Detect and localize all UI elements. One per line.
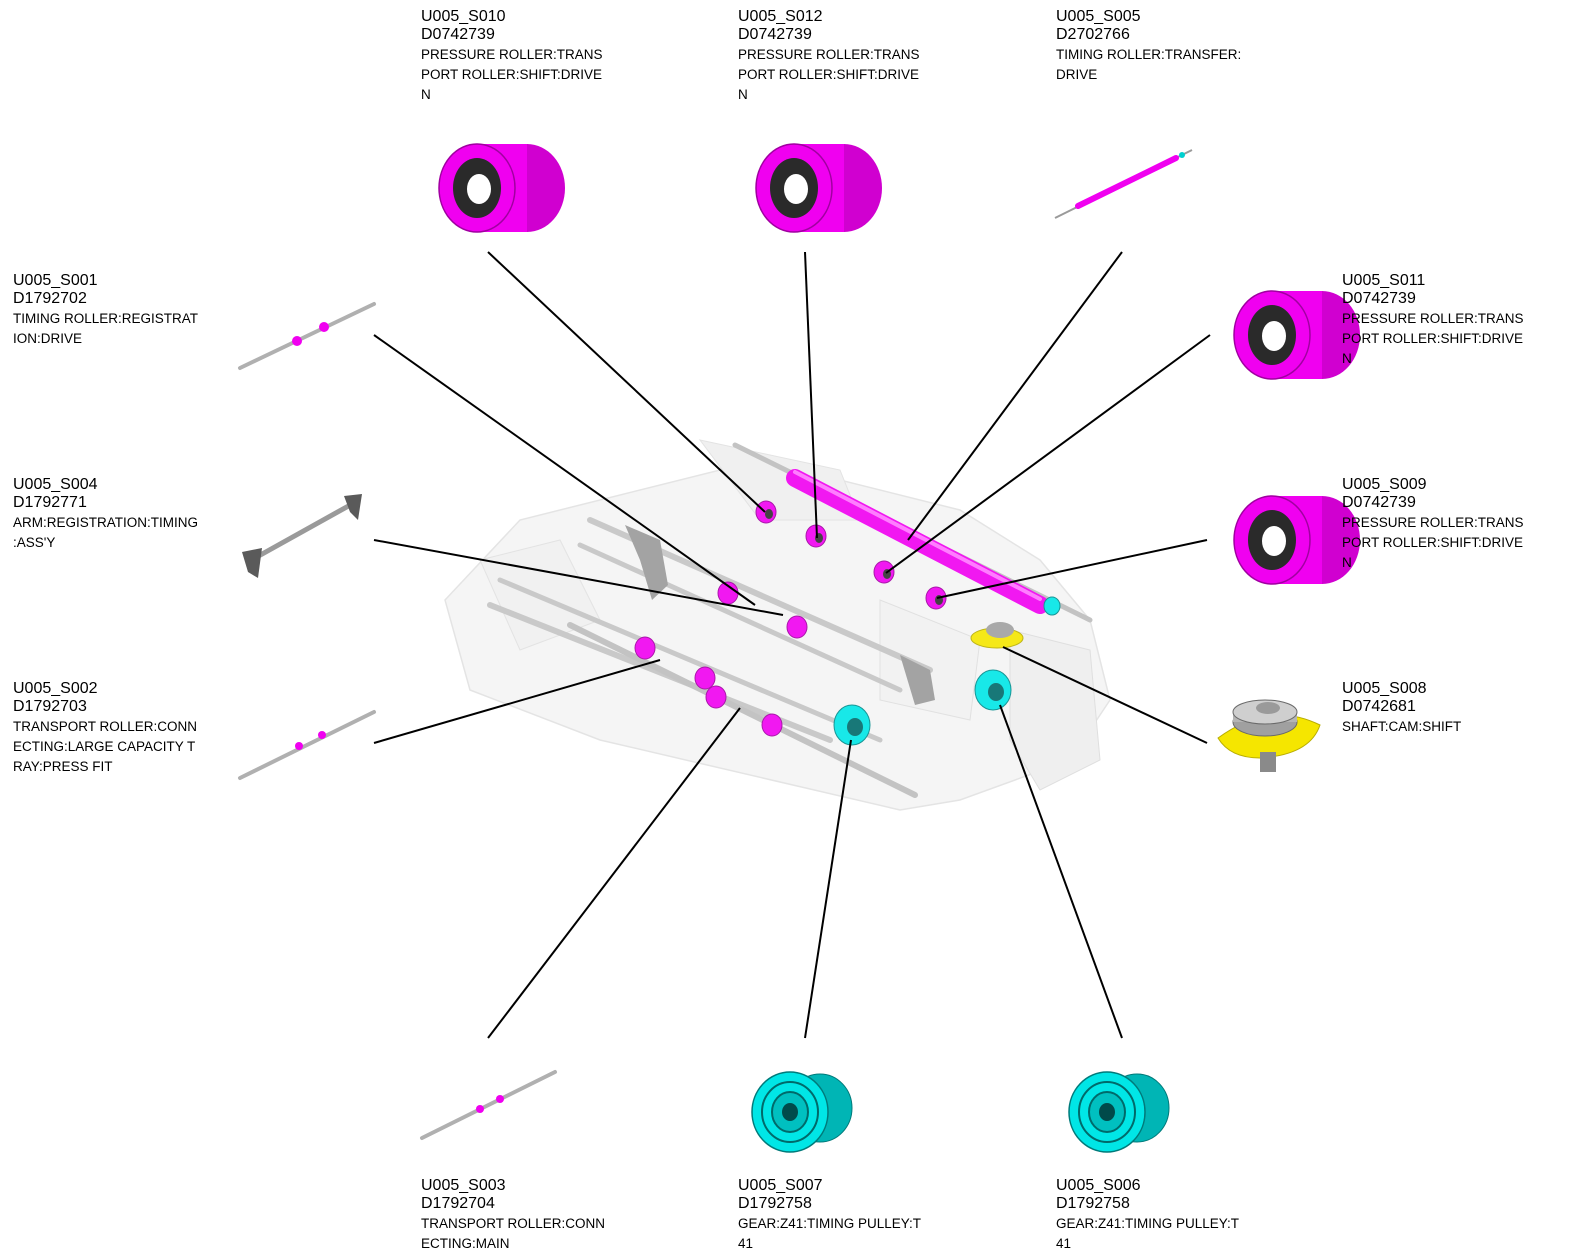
part-id: U005_S008 <box>1342 680 1427 697</box>
leader-lines <box>373 251 1211 1039</box>
part-description: GEAR:Z41:TIMING PULLEY:T 41 <box>1056 1215 1240 1252</box>
part-description: SHAFT:CAM:SHIFT <box>1342 718 1462 734</box>
part-description: TIMING ROLLER:REGISTRAT ION:DRIVE <box>13 310 199 347</box>
roller-shaft-icon <box>420 1070 557 1140</box>
pressure-roller-icon <box>438 143 566 233</box>
part-description: PRESSURE ROLLER:TRANS PORT ROLLER:SHIFT:… <box>738 46 920 103</box>
timing-roller-shaft-icon <box>1054 149 1193 219</box>
part-label: U005_S007 D1792758 GEAR:Z41:TIMING PULLE… <box>738 1177 921 1254</box>
part-number: D1792704 <box>421 1195 495 1213</box>
part-label: U005_S012 D0742739 PRESSURE ROLLER:TRANS… <box>738 8 920 106</box>
part-number: D1792702 <box>13 290 87 308</box>
part-id: U005_S001 <box>13 272 98 289</box>
part-id: U005_S010 <box>421 8 506 25</box>
part-label: U005_S009 D0742739 PRESSURE ROLLER:TRANS… <box>1342 476 1524 574</box>
roller-shaft-icon <box>238 302 376 370</box>
part-number: D0742739 <box>421 26 495 44</box>
part-number: D2702766 <box>1056 26 1130 44</box>
assembly-drawing <box>444 439 1111 811</box>
part-number: D1792758 <box>738 1195 812 1213</box>
part-number: D1792703 <box>13 698 87 716</box>
cam-shaft-icon <box>1217 699 1321 772</box>
part-description: PRESSURE ROLLER:TRANS PORT ROLLER:SHIFT:… <box>421 46 603 103</box>
part-label: U005_S011 D0742739 PRESSURE ROLLER:TRANS… <box>1342 272 1524 370</box>
part-label: U005_S003 D1792704 TRANSPORT ROLLER:CONN… <box>421 1177 605 1254</box>
part-id: U005_S007 <box>738 1177 823 1194</box>
part-id: U005_S004 <box>13 476 98 493</box>
part-id: U005_S006 <box>1056 1177 1141 1194</box>
part-number: D0742739 <box>1342 290 1416 308</box>
arm-assembly-icon <box>242 494 362 578</box>
part-description: PRESSURE ROLLER:TRANS PORT ROLLER:SHIFT:… <box>1342 310 1524 367</box>
part-number: D0742681 <box>1342 698 1416 716</box>
part-description: TIMING ROLLER:TRANSFER: DRIVE <box>1056 46 1242 83</box>
part-description: TRANSPORT ROLLER:CONN ECTING:LARGE CAPAC… <box>13 718 198 775</box>
part-id: U005_S012 <box>738 8 823 25</box>
part-description: TRANSPORT ROLLER:CONN ECTING:MAIN <box>421 1215 606 1252</box>
part-label: U005_S008 D0742681 SHAFT:CAM:SHIFT <box>1342 680 1461 737</box>
part-id: U005_S009 <box>1342 476 1427 493</box>
part-id: U005_S011 <box>1342 272 1426 289</box>
part-number: D1792758 <box>1056 1195 1130 1213</box>
part-id: U005_S005 <box>1056 8 1141 25</box>
part-label: U005_S002 D1792703 TRANSPORT ROLLER:CONN… <box>13 680 197 778</box>
part-number: D0742739 <box>1342 494 1416 512</box>
part-number: D1792771 <box>13 494 87 512</box>
part-label: U005_S001 D1792702 TIMING ROLLER:REGISTR… <box>13 272 198 349</box>
part-label: U005_S005 D2702766 TIMING ROLLER:TRANSFE… <box>1056 8 1241 85</box>
pressure-roller-icon <box>755 143 883 233</box>
roller-shaft-icon <box>238 710 376 780</box>
part-description: GEAR:Z41:TIMING PULLEY:T 41 <box>738 1215 922 1252</box>
part-number: D0742739 <box>738 26 812 44</box>
part-label: U005_S004 D1792771 ARM:REGISTRATION:TIMI… <box>13 476 198 553</box>
part-label: U005_S006 D1792758 GEAR:Z41:TIMING PULLE… <box>1056 1177 1239 1254</box>
timing-pulley-gear-icon <box>751 1071 853 1153</box>
part-id: U005_S003 <box>421 1177 506 1194</box>
part-description: PRESSURE ROLLER:TRANS PORT ROLLER:SHIFT:… <box>1342 514 1524 571</box>
timing-pulley-gear-icon <box>1068 1071 1170 1153</box>
part-label: U005_S010 D0742739 PRESSURE ROLLER:TRANS… <box>421 8 603 106</box>
part-id: U005_S002 <box>13 680 98 697</box>
part-description: ARM:REGISTRATION:TIMING :ASS'Y <box>13 514 198 551</box>
